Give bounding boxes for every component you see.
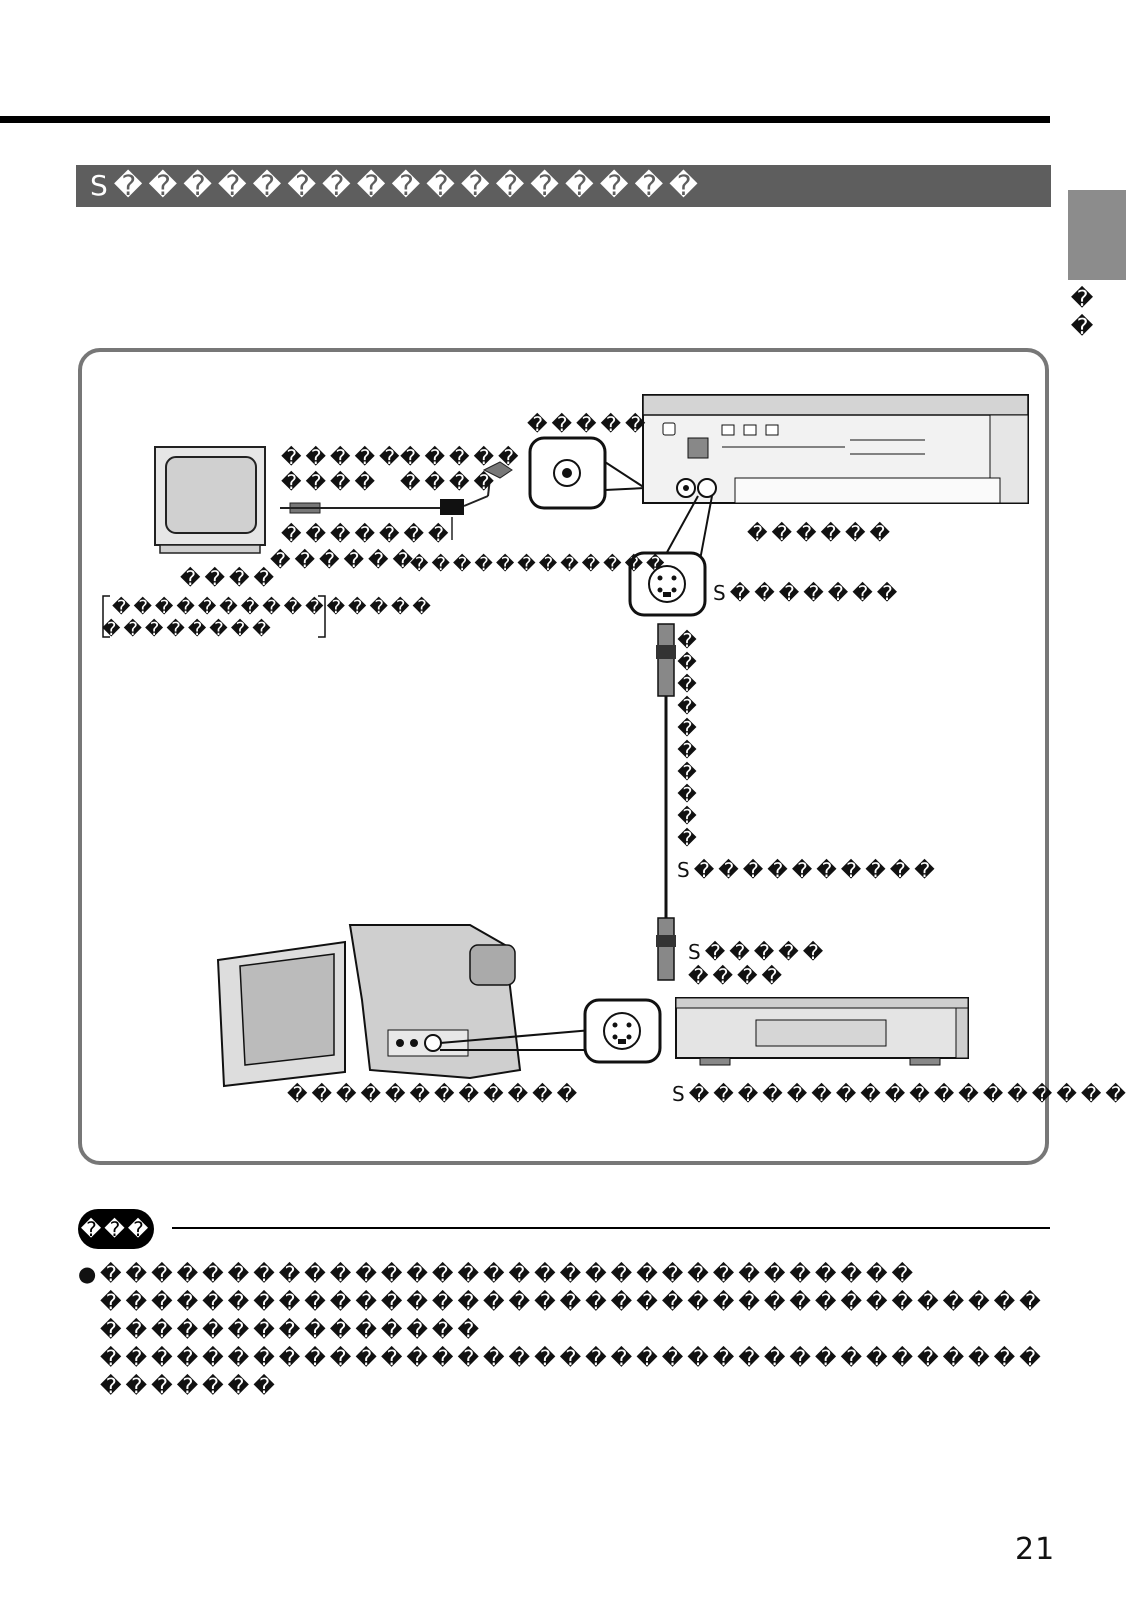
label-tv-video-plug: ������ xyxy=(270,548,418,572)
s-video-jack-icon xyxy=(583,998,662,1064)
side-label: �� xyxy=(1070,287,1094,340)
label-tv-video-in-2: ���� xyxy=(281,470,380,494)
label-s-plug-2: ���� xyxy=(688,964,787,988)
label-tv: ���� xyxy=(180,566,279,590)
label-tv-video-in-1: ����� xyxy=(281,445,404,469)
section-title: S����������������� xyxy=(76,165,1051,207)
label-tv-note-1: ��������������� xyxy=(112,597,434,618)
memo-line-2: ����������������������������������������… xyxy=(100,1290,1045,1342)
label-av-cable: ������������ xyxy=(410,554,668,575)
tv-note-bracket xyxy=(102,595,326,638)
bullet-icon: ● xyxy=(78,1262,101,1286)
memo-rule xyxy=(172,1227,1050,1229)
page-number: 21 xyxy=(1015,1532,1056,1567)
s-video-jack-icon xyxy=(628,551,707,617)
label-camcorder: ������������ xyxy=(287,1082,582,1106)
label-tv-audio-in-2: ���� xyxy=(400,470,499,494)
dvd-recorder-icon xyxy=(642,394,1029,566)
side-tab xyxy=(1068,190,1126,280)
label-s-cable-vertical: ���������� xyxy=(677,630,697,850)
memo-line-3: ����������������������������������������… xyxy=(100,1346,1045,1398)
s-vhs-deck-icon xyxy=(675,997,969,1066)
label-tv-note-2: �������� xyxy=(102,619,274,640)
top-rule xyxy=(0,116,1050,123)
tv-icon xyxy=(154,446,266,554)
label-recorder: ������ xyxy=(747,521,895,545)
memo-badge: ��� xyxy=(78,1209,154,1249)
label-video-in: ����� xyxy=(527,412,650,436)
camcorder-icon xyxy=(216,924,593,1088)
label-s-plug-1: S����� xyxy=(688,940,828,964)
label-s-cable: S���������� xyxy=(677,858,939,882)
label-s-recorder: S������������������ xyxy=(672,1082,1127,1106)
label-s-video-jack: S������� xyxy=(713,581,902,605)
memo-note: ● �������������������������������� �����… xyxy=(78,1260,1050,1400)
rca-jack-icon xyxy=(528,436,646,510)
label-tv-audio-plug: ������� xyxy=(281,522,453,546)
diagram-frame xyxy=(78,348,1049,1165)
label-tv-audio-in-1: ����� xyxy=(400,445,523,469)
s-video-cable xyxy=(656,623,676,981)
memo-line-1: �������������������������������� xyxy=(100,1262,918,1286)
av-cable xyxy=(280,461,513,540)
